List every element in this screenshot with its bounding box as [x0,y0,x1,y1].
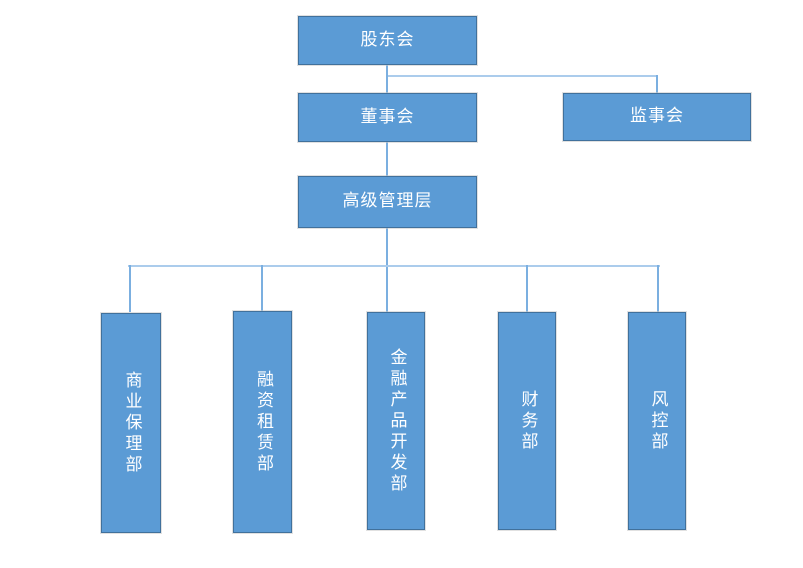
connector-to-financial-leasing [261,265,263,311]
node-label-commercial-factoring: 商业保理部 [121,370,142,476]
node-label-shareholders: 股东会 [360,29,415,50]
connector-to-commercial-factoring [129,265,131,312]
connector-to-board-of-directors [386,75,388,93]
node-risk-control[interactable]: 风控部 [628,312,686,530]
connector-bus-departments [128,265,660,267]
node-commercial-factoring[interactable]: 商业保理部 [101,313,161,533]
node-financial-product-development[interactable]: 金融产品开发部 [367,312,425,530]
node-board-of-directors[interactable]: 董事会 [298,93,477,142]
node-senior-management[interactable]: 高级管理层 [298,176,477,228]
node-shareholders[interactable]: 股东会 [298,16,477,65]
node-financial-leasing[interactable]: 融资租赁部 [233,311,292,533]
node-label-finance: 财务部 [517,389,538,453]
connector-shareholders-down [386,65,388,77]
node-label-senior-management: 高级管理层 [342,191,433,212]
node-label-board-of-directors: 董事会 [360,106,415,127]
node-label-financial-leasing: 融资租赁部 [253,369,273,475]
node-finance[interactable]: 财务部 [498,312,556,530]
connector-to-finance [526,265,528,312]
node-label-board-of-supervisors: 监事会 [630,106,684,127]
node-board-of-supervisors[interactable]: 监事会 [563,93,751,141]
connector-senior-management-down [386,228,388,312]
connector-to-risk-control [657,265,659,312]
node-label-risk-control: 风控部 [647,389,668,453]
node-label-financial-product-development: 金融产品开发部 [386,347,407,495]
connector-to-board-of-supervisors [656,75,658,93]
connector-directors-to-senior-management [386,142,388,176]
connector-bus-level2 [386,75,658,77]
